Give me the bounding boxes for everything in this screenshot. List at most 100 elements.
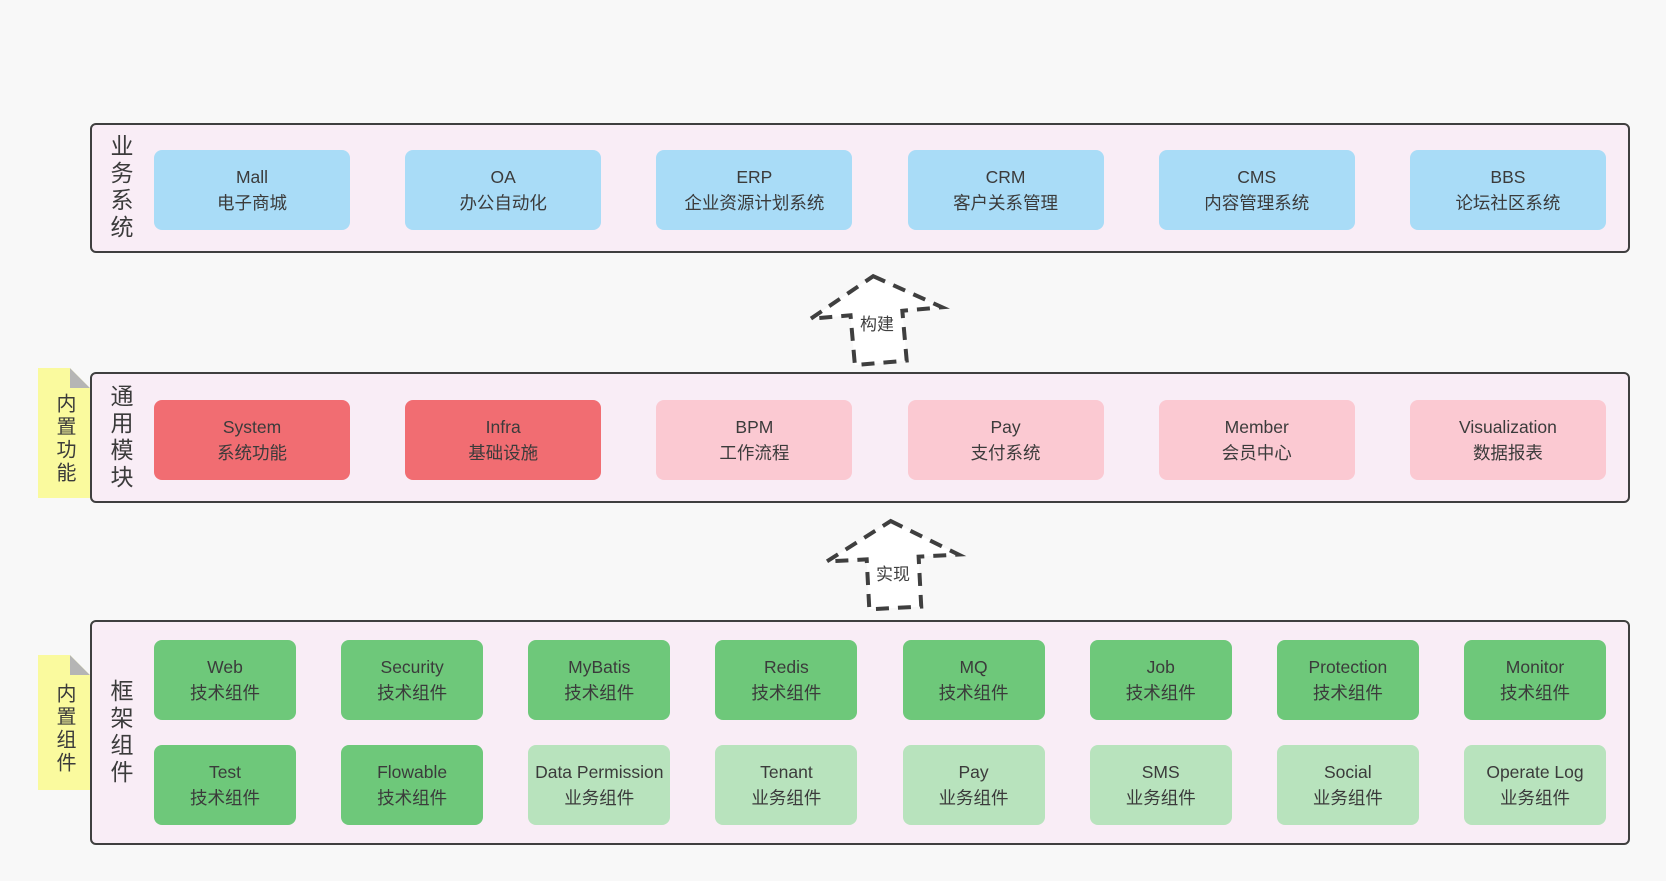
box-cms: CMS 内容管理系统 xyxy=(1158,150,1355,230)
box-web: Web 技术组件 xyxy=(154,640,296,720)
box-system: System 系统功能 xyxy=(154,400,350,480)
box-title: Pay xyxy=(958,762,989,782)
box-infra: Infra 基础设施 xyxy=(405,400,602,480)
box-subtitle: 业务组件 xyxy=(1499,788,1570,808)
box-title: System xyxy=(222,417,282,437)
box-subtitle: 技术组件 xyxy=(1499,683,1570,703)
box-subtitle: 系统功能 xyxy=(217,443,287,463)
box-title: Pay xyxy=(990,417,1021,437)
box-title: Security xyxy=(380,657,444,677)
box-subtitle: 业务组件 xyxy=(1312,788,1383,808)
box-title: CMS xyxy=(1237,167,1277,187)
arrow-build: 构建 xyxy=(803,272,950,368)
box-security: Security 技术组件 xyxy=(341,640,484,720)
box-subtitle: 技术组件 xyxy=(938,683,1009,703)
box-mq: MQ 技术组件 xyxy=(902,640,1045,720)
box-title: Tenant xyxy=(760,762,813,782)
box-title: Operate Log xyxy=(1486,762,1584,782)
section-common-modules: 通用模块 System 系统功能 Infra 基础设施 BPM 工作流程 Pay… xyxy=(90,372,1630,503)
box-subtitle: 电子商城 xyxy=(217,193,287,213)
section-label: 通用模块 xyxy=(107,383,133,492)
box-subtitle: 企业资源计划系统 xyxy=(684,193,825,213)
sticky-note-label: 内置组件 xyxy=(53,682,75,775)
sticky-note-built-in-components: 内置组件 xyxy=(38,655,90,790)
box-flowable: Flowable 技术组件 xyxy=(341,745,484,825)
box-erp: ERP 企业资源计划系统 xyxy=(656,150,853,230)
section-label: 业务系统 xyxy=(107,134,133,242)
box-bpm: BPM 工作流程 xyxy=(656,400,853,480)
box-test: Test 技术组件 xyxy=(154,745,296,825)
section-framework-components: 框架组件 Web 技术组件 Security 技术组件 MyBatis 技术组件… xyxy=(90,620,1630,845)
box-monitor: Monitor 技术组件 xyxy=(1463,640,1606,720)
box-visualization: Visualization 数据报表 xyxy=(1409,400,1606,480)
box-subtitle: 办公自动化 xyxy=(459,193,547,213)
box-subtitle: 技术组件 xyxy=(1125,683,1196,703)
sticky-note-label: 内置功能 xyxy=(53,393,75,485)
box-title: Data Permission xyxy=(535,762,664,782)
box-title: Protection xyxy=(1308,657,1388,677)
box-subtitle: 业务组件 xyxy=(564,788,635,808)
section-business-systems: 业务系统 Mall 电子商城 OA 办公自动化 ERP 企业资源计划系统 CRM… xyxy=(90,123,1630,253)
box-subtitle: 技术组件 xyxy=(564,683,635,703)
box-subtitle: 技术组件 xyxy=(377,788,448,808)
box-subtitle: 内容管理系统 xyxy=(1204,193,1310,213)
box-subtitle: 会员中心 xyxy=(1221,443,1292,463)
arrow-build-label: 构建 xyxy=(857,310,897,335)
box-member: Member 会员中心 xyxy=(1158,400,1355,480)
box-pay-component: Pay 业务组件 xyxy=(902,745,1045,825)
box-title: SMS xyxy=(1141,762,1180,782)
box-title: CRM xyxy=(985,167,1026,187)
box-title: Infra xyxy=(485,417,521,437)
box-title: MQ xyxy=(959,657,988,677)
box-subtitle: 技术组件 xyxy=(377,683,448,703)
section-label: 框架组件 xyxy=(107,678,133,787)
framework-row-2: Test 技术组件 Flowable 技术组件 Data Permission … xyxy=(154,745,1606,825)
box-subtitle: 技术组件 xyxy=(1312,683,1383,703)
box-pay-module: Pay 支付系统 xyxy=(907,400,1104,480)
box-protection: Protection 技术组件 xyxy=(1276,640,1419,720)
box-title: Web xyxy=(207,657,243,677)
box-bbs: BBS 论坛社区系统 xyxy=(1409,150,1606,230)
box-data-permission: Data Permission 业务组件 xyxy=(528,745,671,825)
arrow-implement-label: 实现 xyxy=(873,560,913,585)
box-title: BBS xyxy=(1490,167,1526,187)
box-title: Test xyxy=(208,762,242,782)
box-title: Visualization xyxy=(1458,417,1557,437)
folded-corner-icon xyxy=(70,655,90,675)
box-redis: Redis 技术组件 xyxy=(715,640,858,720)
box-subtitle: 业务组件 xyxy=(1125,788,1196,808)
box-oa: OA 办公自动化 xyxy=(405,150,602,230)
modules-boxes-row: System 系统功能 Infra 基础设施 BPM 工作流程 Pay 支付系统… xyxy=(154,400,1606,480)
box-title: OA xyxy=(490,167,516,187)
box-subtitle: 支付系统 xyxy=(970,443,1041,463)
box-crm: CRM 客户关系管理 xyxy=(907,150,1104,230)
box-subtitle: 基础设施 xyxy=(468,443,539,463)
box-social: Social 业务组件 xyxy=(1276,745,1419,825)
box-subtitle: 技术组件 xyxy=(751,683,822,703)
folded-corner-icon xyxy=(70,368,90,388)
box-title: Redis xyxy=(764,657,809,677)
box-title: MyBatis xyxy=(568,657,631,677)
box-subtitle: 论坛社区系统 xyxy=(1455,193,1561,213)
box-subtitle: 客户关系管理 xyxy=(953,193,1059,213)
box-title: Job xyxy=(1146,657,1175,677)
box-title: Member xyxy=(1224,417,1289,437)
box-subtitle: 技术组件 xyxy=(190,788,260,808)
box-tenant: Tenant 业务组件 xyxy=(715,745,858,825)
box-subtitle: 业务组件 xyxy=(751,788,822,808)
box-mall: Mall 电子商城 xyxy=(154,150,350,230)
box-title: BPM xyxy=(735,417,774,437)
framework-row-1: Web 技术组件 Security 技术组件 MyBatis 技术组件 Redi… xyxy=(154,640,1606,720)
arrow-implement: 实现 xyxy=(819,517,967,612)
box-subtitle: 技术组件 xyxy=(190,683,260,703)
business-boxes-row: Mall 电子商城 OA 办公自动化 ERP 企业资源计划系统 CRM 客户关系… xyxy=(154,150,1606,230)
box-title: Social xyxy=(1324,762,1372,782)
box-mybatis: MyBatis 技术组件 xyxy=(528,640,671,720)
box-subtitle: 数据报表 xyxy=(1472,443,1543,463)
box-title: Flowable xyxy=(377,762,448,782)
box-title: ERP xyxy=(736,167,773,187)
box-subtitle: 业务组件 xyxy=(938,788,1009,808)
box-sms: SMS 业务组件 xyxy=(1089,745,1232,825)
box-operate-log: Operate Log 业务组件 xyxy=(1463,745,1606,825)
box-title: Mall xyxy=(235,167,269,187)
